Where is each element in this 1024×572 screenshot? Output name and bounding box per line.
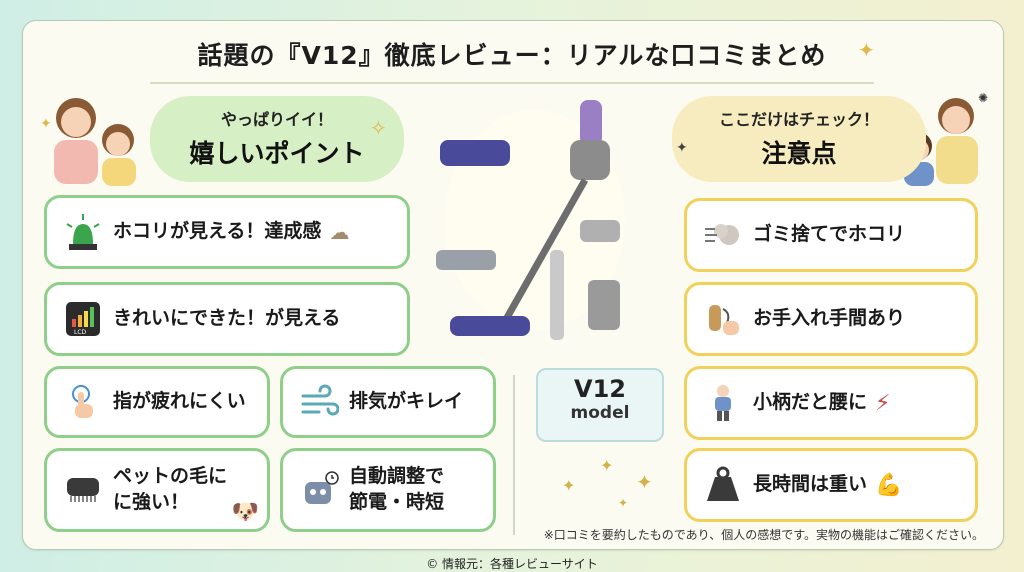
good-points-title: 嬉しいポイント [189, 139, 365, 168]
source-credit: © 情報元：各種レビューサイト [426, 557, 598, 571]
good-point-card-4: 排気がキレイ [280, 366, 496, 438]
good-point-card-3: 指が疲れにくい [44, 366, 270, 438]
lcd-screen-icon: LCD [63, 299, 103, 339]
sparkle-icon: ✦ [636, 470, 653, 494]
sparkle-icon: ✦ [600, 456, 614, 475]
page-title: 話題の『V12』徹底レビュー：リアルな口コミまとめ [197, 41, 827, 70]
good-point-label: 指が疲れにくい [113, 390, 246, 413]
divider-line [513, 375, 515, 535]
sparkle-icon: ✦ [618, 496, 629, 510]
good-points-header: やっぱりイイ！ 嬉しいポイント [150, 96, 404, 182]
caution-subtitle: ここだけはチェック！ [718, 110, 879, 129]
weight-icon [703, 465, 743, 505]
sparkle-icon: ✦ [858, 38, 875, 62]
svg-text:✦: ✦ [40, 116, 52, 132]
good-point-label: ペットの毛に に強い！ [113, 465, 228, 513]
title-underline [150, 82, 874, 84]
green-light-icon [63, 212, 103, 252]
caution-card-4: 長時間は重い 💪 [684, 448, 978, 522]
dust-icon: ☁ [329, 220, 350, 244]
good-points-subtitle: やっぱりイイ！ [220, 110, 333, 129]
good-point-label: ホコリが見える！達成感 [113, 220, 322, 243]
caution-title: 注意点 [761, 139, 837, 168]
caution-label: 小柄だと腰に [753, 391, 868, 414]
caution-card-2: お手入れ手間あり [684, 282, 978, 356]
svg-text:LCD: LCD [74, 329, 87, 336]
sparkle-icon: ✧ [370, 116, 387, 140]
flexed-arm-icon: 💪 [875, 472, 903, 498]
caution-label: ゴミ捨てでホコリ [753, 223, 906, 246]
back-pain-icon: ⚡ [875, 390, 891, 416]
model-name: V12 [574, 375, 626, 403]
robot-clock-icon [299, 470, 339, 510]
brush-hand-icon [703, 299, 743, 339]
good-point-card-6: 自動調整で 節電・時短 [280, 448, 496, 532]
model-sub: model [570, 403, 630, 423]
finger-tap-icon [63, 382, 103, 422]
svg-text:✺: ✺ [978, 91, 988, 105]
good-point-label: 自動調整で 節電・時短 [349, 465, 445, 513]
wind-icon [299, 382, 339, 422]
sparkle-icon: ✦ [676, 140, 688, 156]
vacuum-cleaner-illustration [436, 100, 625, 340]
dust-cloud-icon [703, 215, 743, 255]
pet-brush-icon [63, 470, 103, 510]
caution-label: お手入れ手間あり [753, 307, 906, 330]
caution-card-3: 小柄だと腰に ⚡ [684, 366, 978, 440]
caution-label: 長時間は重い [753, 473, 868, 496]
disclaimer-note: ※口コミを要約したものであり、個人の感想です。実物の機能はご確認ください。 [543, 528, 984, 542]
sparkle-icon: ✦ [562, 476, 576, 495]
model-label-box: V12 model [536, 368, 664, 442]
good-point-card-5: ペットの毛に に強い！ 🐶 [44, 448, 270, 532]
good-point-card-2: LCD きれいにできた！が見える [44, 282, 410, 356]
good-point-label: きれいにできた！が見える [113, 307, 341, 330]
caution-card-1: ゴミ捨てでホコリ [684, 198, 978, 272]
good-point-card-1: ホコリが見える！達成感 ☁ [44, 195, 410, 269]
short-person-icon [703, 383, 743, 423]
mother-child-illustration: ✦ [40, 98, 136, 186]
good-point-label: 排気がキレイ [349, 390, 464, 413]
caution-header: ここだけはチェック！ 注意点 [672, 96, 926, 182]
dog-cat-icon: 🐶 [231, 500, 259, 525]
